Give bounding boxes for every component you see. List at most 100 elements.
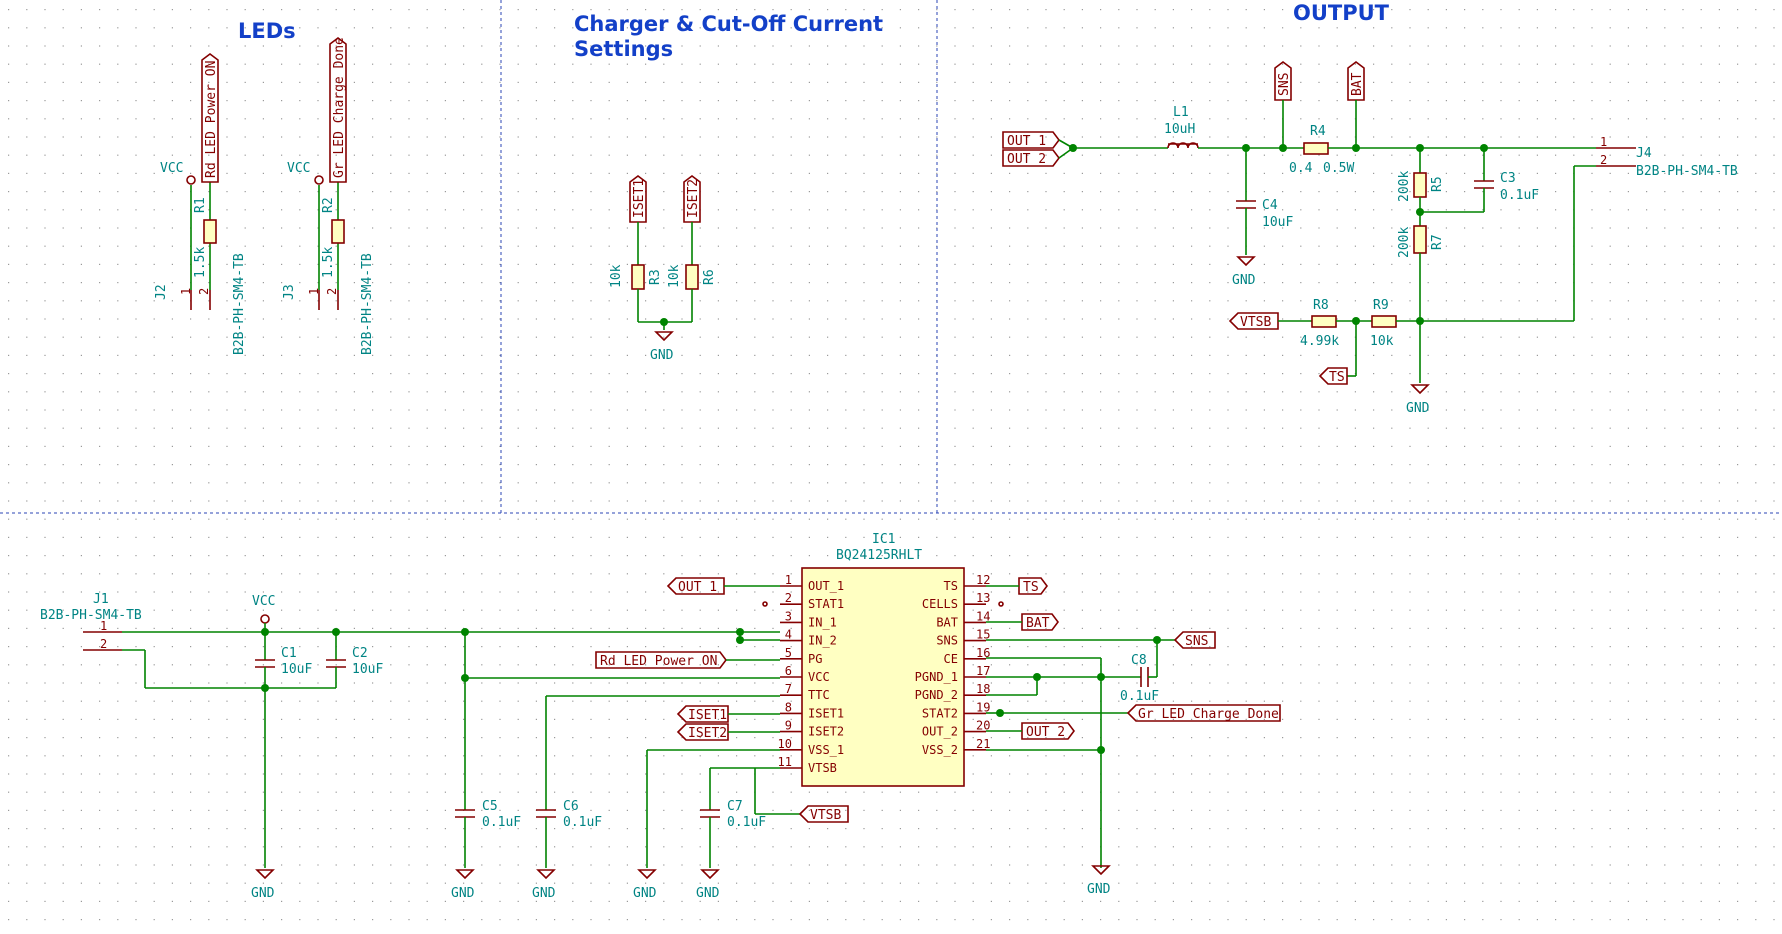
- c2-value: 10uF: [352, 662, 383, 677]
- ic1-pin-name: TTC: [808, 688, 830, 702]
- c3-value: 0.1uF: [1500, 188, 1539, 203]
- output-section: OUT_1 OUT_2 L1 10uH GND C4 10uF SNS: [1002, 61, 1738, 416]
- resistor-r9: [1371, 315, 1397, 328]
- j1-ref: J1: [93, 592, 109, 607]
- vcc-label-r2: VCC: [287, 161, 310, 176]
- ic1-pin-name: IN_2: [808, 634, 837, 648]
- vcc-flag-j1: [260, 614, 270, 624]
- j3-value: B2B-PH-SM4-TB: [360, 253, 375, 355]
- ic1-pin-number: 3: [785, 609, 792, 623]
- net-label-bat-ic[interactable]: BAT: [1021, 613, 1059, 631]
- r4-rating: 0.5W: [1323, 161, 1354, 176]
- ic1-pin-name: VCC: [808, 670, 830, 684]
- c8-value: 0.1uF: [1120, 689, 1159, 704]
- ic1-pin-number: 6: [785, 664, 792, 678]
- section-title-leds: LEDs: [238, 19, 296, 43]
- net-label-sns-ic[interactable]: SNS: [1173, 631, 1216, 649]
- net-label-ts[interactable]: TS: [1318, 367, 1348, 385]
- section-title-charger: Charger & Cut-Off Current: [574, 12, 883, 36]
- net-label-vtsb[interactable]: VTSB: [1228, 312, 1279, 330]
- ic1-pin-number: 12: [976, 573, 990, 587]
- net-label-rd-led-ic[interactable]: Rd_LED_Power_ON: [595, 651, 727, 669]
- main-circuit: J1 B2B-PH-SM4-TB 1 2 VCC C1 10uF C2 10uF: [40, 532, 1281, 901]
- gnd-label-vss1: GND: [633, 886, 657, 901]
- resistor-r5: [1413, 172, 1427, 198]
- ic1-pin-name: STAT1: [808, 597, 844, 611]
- net-label-rd-led-power-on[interactable]: Rd_LED_Power_ON: [201, 53, 219, 183]
- ic1-pin-number: 17: [976, 664, 990, 678]
- net-label-bat[interactable]: BAT: [1347, 61, 1365, 101]
- j2-ref: J2: [154, 284, 169, 300]
- ic1-pin-name: VTSB: [808, 761, 837, 775]
- resistor-r4: [1303, 142, 1329, 155]
- ic1-pin-name: PGND_2: [915, 688, 958, 702]
- resistor-r6: [685, 264, 699, 290]
- vcc-power-flag: [186, 175, 196, 185]
- net-label-iset2[interactable]: ISET2: [683, 175, 701, 223]
- ic1-body: [801, 567, 965, 787]
- section-separators: [0, 0, 1782, 514]
- r4-value: 0.4: [1289, 161, 1313, 176]
- ic1-pin-name: PG: [808, 652, 822, 666]
- j2-pin2: 2: [197, 288, 211, 295]
- ic1-pin-number: 5: [785, 646, 792, 660]
- ic1-pin-number: 4: [785, 628, 792, 642]
- c6-ref: C6: [563, 799, 579, 814]
- c1-value: 10uF: [281, 662, 312, 677]
- r5-value: 200k: [1397, 171, 1412, 202]
- ic1-pin-name: CE: [944, 652, 958, 666]
- c5-value: 0.1uF: [482, 815, 521, 830]
- r2-value: 1.5k: [321, 247, 336, 278]
- c6-value: 0.1uF: [563, 815, 602, 830]
- net-label-iset1-ic[interactable]: ISET1: [676, 705, 729, 723]
- vcc-power-flag-2: [314, 175, 324, 185]
- vcc-label-j1: VCC: [252, 594, 275, 609]
- r6-value: 10k: [667, 264, 682, 288]
- gnd-label-c4: GND: [1232, 273, 1256, 288]
- ic1-pin-name: PGND_1: [915, 670, 958, 684]
- net-label-out-2[interactable]: OUT_2: [1002, 149, 1060, 167]
- net-label-sns[interactable]: SNS: [1274, 61, 1292, 101]
- r3-ref: R3: [648, 269, 663, 285]
- ic1-pin-name: BAT: [936, 615, 958, 629]
- ic1-pin-number: 9: [785, 719, 792, 733]
- gnd-label-c6: GND: [532, 886, 556, 901]
- r2-ref: R2: [321, 197, 336, 213]
- ic1-pin-name: SNS: [936, 634, 958, 648]
- resistor-r8: [1311, 315, 1337, 328]
- r7-value: 200k: [1397, 227, 1412, 258]
- j3-pin2: 2: [325, 288, 339, 295]
- ic1-pin-name: STAT2: [922, 706, 958, 720]
- gnd-symbol-output: [1410, 384, 1430, 395]
- resistor-r7: [1413, 225, 1427, 254]
- c7-value: 0.1uF: [727, 815, 766, 830]
- net-label-out-1-ic[interactable]: OUT_1: [666, 577, 725, 595]
- ic1-pin-name: VSS_2: [922, 743, 958, 757]
- ic1-pin-number: 14: [976, 609, 990, 623]
- r6-ref: R6: [702, 269, 717, 285]
- ic1-pin-name: OUT_1: [808, 579, 844, 593]
- r9-ref: R9: [1373, 298, 1389, 313]
- gnd-label-ic-right: GND: [1087, 882, 1111, 897]
- j2-value: B2B-PH-SM4-TB: [232, 253, 247, 355]
- net-label-out-2-ic[interactable]: OUT_2: [1021, 722, 1075, 740]
- net-label-ts-ic[interactable]: TS: [1018, 577, 1048, 595]
- led-section: VCC R1 1.5k 1 2 J2 B2B-PH-SM4-TB Rd_LED_…: [154, 37, 375, 355]
- ic1-pin-number: 2: [785, 591, 792, 605]
- ic1-pin-number: 16: [976, 646, 990, 660]
- c7-ref: C7: [727, 799, 743, 814]
- net-label-gr-led-charge-done[interactable]: Gr_LED_Charge_Done: [329, 37, 347, 183]
- c2-ref: C2: [352, 646, 368, 661]
- net-label-iset2-ic[interactable]: ISET2: [676, 723, 729, 741]
- r4-ref: R4: [1310, 124, 1326, 139]
- net-label-gr-led-ic[interactable]: Gr_LED_Charge_Done: [1126, 704, 1281, 722]
- inductor-l1: [1167, 142, 1199, 149]
- net-label-iset1[interactable]: ISET1: [629, 175, 647, 223]
- j2-pin1: 1: [179, 288, 193, 295]
- net-label-out-1[interactable]: OUT_1: [1002, 131, 1060, 149]
- net-label-vtsb-ic[interactable]: VTSB: [798, 805, 849, 823]
- r7-ref: R7: [1430, 234, 1445, 250]
- resistor-r1: [203, 219, 217, 244]
